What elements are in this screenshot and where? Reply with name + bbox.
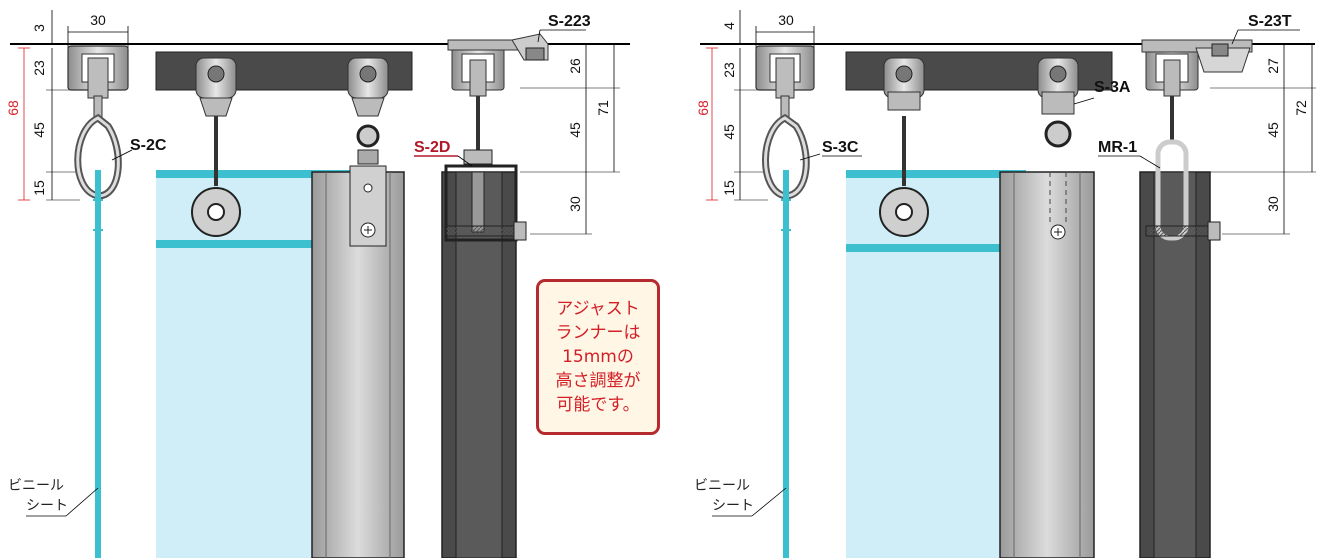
dim-right-total-r-label: 72 <box>1293 100 1309 116</box>
note-line-3: 15mmの <box>562 347 634 367</box>
dim-left-stack-right: 68 23 45 15 <box>695 47 768 201</box>
sheet-label-left: ビニール シート <box>8 478 99 517</box>
rail-profile-1 <box>67 45 129 99</box>
aluminum-pipe-right <box>999 171 1095 558</box>
dim-right-total-label: 71 <box>595 100 611 116</box>
runner-s3a <box>1037 57 1079 148</box>
mr1-label: MR-1 <box>1098 139 1137 156</box>
s3a-label: S-3A <box>1094 79 1131 96</box>
dim-ceiling-right: 4 <box>721 10 741 44</box>
sheet-panel-right <box>846 170 1026 558</box>
sheet-label-right: ビニール シート <box>694 478 787 517</box>
dim-hook-drop-label: 45 <box>31 122 47 138</box>
dim-rail-height-right-label: 23 <box>721 62 737 78</box>
note-line-2: ランナーは <box>555 323 641 343</box>
adjust-runner-s2d <box>441 43 527 558</box>
dim-bottom-right-label: 15 <box>721 180 737 196</box>
runner-with-swivel <box>347 57 389 165</box>
dim-rail-width-right-label: 30 <box>778 12 794 28</box>
left-panel: 3 30 68 23 45 15 <box>5 10 630 558</box>
stopper-s23t <box>1141 39 1253 73</box>
dim-ceiling-label: 3 <box>31 24 47 32</box>
s2c-label: S-2C <box>130 137 167 154</box>
mr1-link-assembly <box>1139 43 1221 558</box>
dim-rail-height-label: 23 <box>31 60 47 76</box>
rail-profile-right-1 <box>755 45 815 99</box>
adjust-runner-note: アジャスト ランナーは 15mmの 高さ調整が 可能です。 <box>536 279 660 435</box>
dim-ceiling: 3 <box>31 10 53 44</box>
s3c-label: S-3C <box>822 139 859 156</box>
note-line-4: 高さ調整が <box>555 371 641 391</box>
dim-total-label: 68 <box>5 100 21 116</box>
sheet-label-line1: ビニール <box>8 478 64 494</box>
note-line-5: 可能です。 <box>556 395 640 415</box>
dim-bottom-label: 15 <box>31 180 47 196</box>
runner-with-ring <box>191 57 241 237</box>
dim-right-drop-label: 45 <box>567 122 583 138</box>
s223-label: S-223 <box>548 13 591 30</box>
s2c-leader <box>111 149 133 161</box>
note-line-1: アジャスト <box>556 299 640 319</box>
dim-hook-drop-right-label: 45 <box>721 124 737 140</box>
dim-right-rail-r-label: 27 <box>1265 58 1281 74</box>
runner-with-ring-right <box>879 57 929 237</box>
dim-ceiling-right-label: 4 <box>721 22 737 30</box>
sheet-label-right-line2: シート <box>712 498 754 514</box>
sheet-label-line2: シート <box>26 498 68 514</box>
aluminum-pipe-1 <box>311 165 405 558</box>
dim-right-stack-right-panel: 27 45 30 72 <box>1210 44 1316 235</box>
dim-right-bracket-label: 30 <box>567 196 583 212</box>
dim-right-stack-left-panel: 26 45 30 71 <box>520 44 620 235</box>
stopper-s223 <box>447 33 549 61</box>
dim-rail-width: 30 <box>67 12 129 48</box>
dim-rail-width-right: 30 <box>755 12 815 48</box>
dim-right-bracket-r-label: 30 <box>1265 196 1281 212</box>
dim-right-drop-r-label: 45 <box>1265 122 1281 138</box>
dim-total-right-label: 68 <box>695 100 711 116</box>
dim-rail-width-label: 30 <box>90 12 106 28</box>
dim-right-rail-label: 26 <box>567 58 583 74</box>
s2d-label: S-2D <box>414 139 450 156</box>
s23t-label: S-23T <box>1248 13 1292 30</box>
sheet-label-right-line1: ビニール <box>694 478 750 494</box>
right-panel: 4 30 68 23 45 15 <box>694 10 1316 558</box>
